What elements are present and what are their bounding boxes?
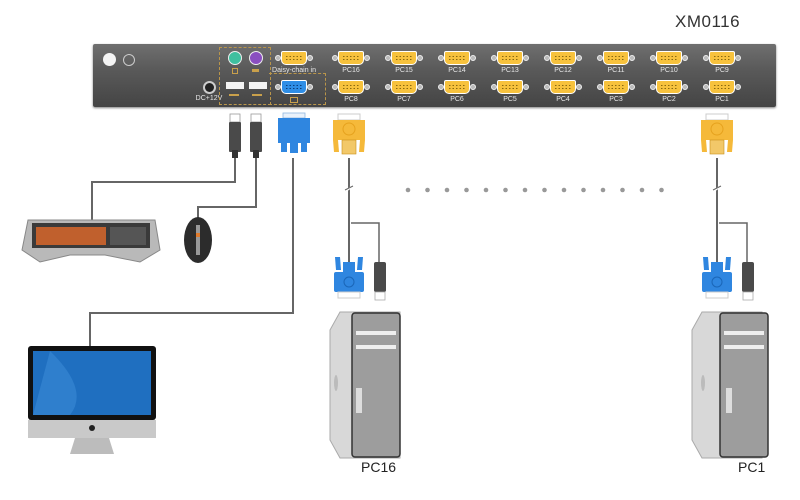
mouse-cable bbox=[197, 158, 257, 218]
vga-port-pc15 bbox=[385, 51, 423, 65]
vga-port-pc7 bbox=[385, 80, 423, 94]
usb-port-2 bbox=[249, 82, 267, 89]
computer-tower-pc1 bbox=[691, 311, 769, 459]
ps2-mouse-port bbox=[249, 51, 263, 65]
monitor-icon bbox=[28, 346, 156, 454]
vga-port-pc8 bbox=[332, 80, 370, 94]
ellipsis-dot bbox=[444, 187, 450, 193]
monitor-cable bbox=[89, 158, 294, 346]
ellipsis-dot bbox=[464, 187, 469, 193]
vga-port-pc2 bbox=[650, 80, 688, 94]
ellipsis-dot bbox=[542, 187, 547, 193]
port-label: PC16 bbox=[342, 67, 360, 74]
port-label: PC1 bbox=[715, 96, 729, 103]
vga-port-pc16 bbox=[332, 51, 370, 65]
usb-plug-mouse bbox=[250, 113, 262, 158]
port-label: PC5 bbox=[503, 96, 517, 103]
vga-plug-pc1-switch-end bbox=[701, 113, 733, 155]
vga-port-pc11 bbox=[597, 51, 635, 65]
computer-tower-pc16 bbox=[329, 311, 401, 459]
ellipsis-dot bbox=[425, 187, 430, 193]
vga-port-pc4 bbox=[544, 80, 582, 94]
ellipsis-dot bbox=[503, 187, 508, 193]
vga-port-pc3 bbox=[597, 80, 635, 94]
keyboard-icon bbox=[232, 68, 238, 74]
ellipsis-dot bbox=[659, 187, 664, 193]
ellipsis-dot bbox=[600, 187, 606, 193]
keyboard-icon bbox=[21, 219, 161, 263]
vga-port-pc12 bbox=[544, 51, 582, 65]
vga-port-pc6 bbox=[438, 80, 476, 94]
ellipsis-dot bbox=[483, 187, 489, 193]
usb-port-1 bbox=[226, 82, 244, 89]
vga-monitor-port bbox=[275, 80, 313, 94]
usb-plug-keyboard bbox=[229, 113, 241, 158]
vga-port-pc9 bbox=[703, 51, 741, 65]
power-jack bbox=[203, 81, 216, 94]
monitor-port-group bbox=[269, 73, 326, 105]
port-label: PC9 bbox=[715, 67, 729, 74]
vga-port-pc14 bbox=[438, 51, 476, 65]
port-label: PC14 bbox=[448, 67, 466, 74]
monitor-icon bbox=[290, 97, 298, 103]
port-label: PC2 bbox=[662, 96, 676, 103]
ps2-keyboard-port bbox=[228, 51, 242, 65]
ellipsis-dot bbox=[639, 187, 645, 193]
ellipsis-dot bbox=[522, 187, 528, 193]
vga-plug-pc16-computer-end bbox=[334, 257, 364, 299]
power-switch-icon bbox=[103, 53, 116, 66]
daisy-chain-port bbox=[275, 51, 313, 65]
port-label: PC8 bbox=[344, 96, 358, 103]
port-label: PC3 bbox=[609, 96, 623, 103]
pc1-usb-cable bbox=[719, 222, 748, 262]
port-label: PC11 bbox=[607, 67, 625, 74]
port-label: PC10 bbox=[660, 67, 678, 74]
port-label: PC15 bbox=[395, 67, 413, 74]
ellipsis-dot bbox=[620, 187, 625, 193]
more-computers-ellipsis bbox=[405, 187, 664, 193]
port-label: PC6 bbox=[450, 96, 464, 103]
ellipsis-dot bbox=[405, 187, 411, 193]
vga-plug-pc1-computer-end bbox=[702, 257, 732, 299]
ellipsis-dot bbox=[561, 187, 567, 193]
ground-icon bbox=[123, 54, 135, 66]
usb-icon bbox=[252, 94, 262, 96]
port-label: PC12 bbox=[554, 67, 572, 74]
power-label: DC+12V bbox=[195, 95, 223, 102]
mouse-icon bbox=[184, 217, 212, 263]
vga-port-pc5 bbox=[491, 80, 529, 94]
vga-port-pc1 bbox=[703, 80, 741, 94]
console-port-group bbox=[219, 47, 271, 105]
pc16-label: PC16 bbox=[361, 459, 397, 475]
usb-icon bbox=[229, 94, 239, 96]
apple-logo-icon bbox=[89, 425, 95, 431]
pc1-label: PC1 bbox=[738, 459, 766, 475]
pc16-usb-cable bbox=[351, 222, 380, 262]
model-number: XM0116 bbox=[675, 12, 741, 31]
port-label: PC7 bbox=[397, 96, 411, 103]
ellipsis-dot bbox=[581, 187, 586, 193]
vga-port-pc10 bbox=[650, 51, 688, 65]
mouse-icon bbox=[252, 69, 259, 72]
port-label: PC13 bbox=[501, 67, 519, 74]
vga-plug-pc16-switch-end bbox=[333, 113, 365, 155]
vga-plug-monitor bbox=[278, 112, 310, 153]
port-label: PC4 bbox=[556, 96, 570, 103]
vga-port-pc13 bbox=[491, 51, 529, 65]
daisy-chain-label: Daisy-chain in bbox=[272, 67, 316, 74]
usb-plug-pc16 bbox=[374, 262, 386, 301]
keyboard-cable bbox=[91, 158, 236, 222]
usb-plug-pc1 bbox=[742, 262, 754, 301]
